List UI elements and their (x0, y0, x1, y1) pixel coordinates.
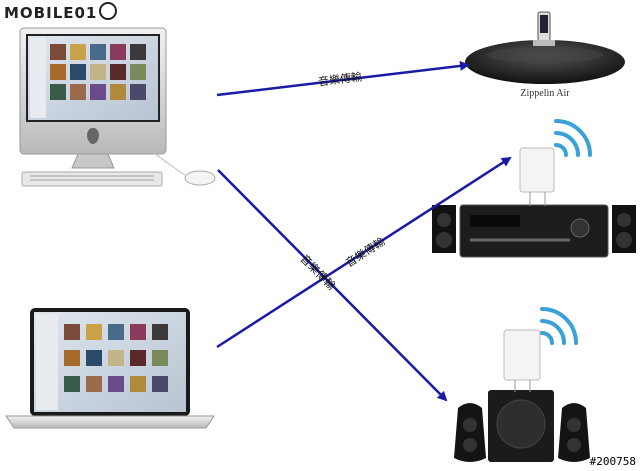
mouse (184, 170, 216, 186)
imac-album-grid (50, 44, 146, 100)
pc-speaker-setup (454, 307, 590, 462)
imac-computer (19, 27, 216, 187)
wifi-signal-icon (554, 119, 592, 157)
apple-logo-icon (87, 128, 99, 144)
wifi-signal-icon (540, 307, 578, 345)
mobile01-logo: MOBILE01 (4, 2, 118, 22)
image-id-watermark: #200758 (589, 455, 636, 468)
zeppelin-air-speaker (465, 11, 625, 84)
av-receiver-setup (432, 119, 636, 258)
arrow-macbook-to-receiver (216, 156, 512, 349)
left-satellite-speaker (454, 403, 486, 462)
airport-express (503, 329, 541, 381)
macbook-laptop (5, 308, 215, 429)
zeppelin-air-caption: Zippelin Air (520, 88, 570, 99)
arrow-imac-to-pc-speakers (217, 169, 448, 402)
airport-express (519, 147, 555, 193)
right-satellite-speaker (558, 403, 590, 462)
arrow-imac-to-zeppelin (216, 60, 470, 97)
macbook-album-grid (64, 324, 168, 392)
